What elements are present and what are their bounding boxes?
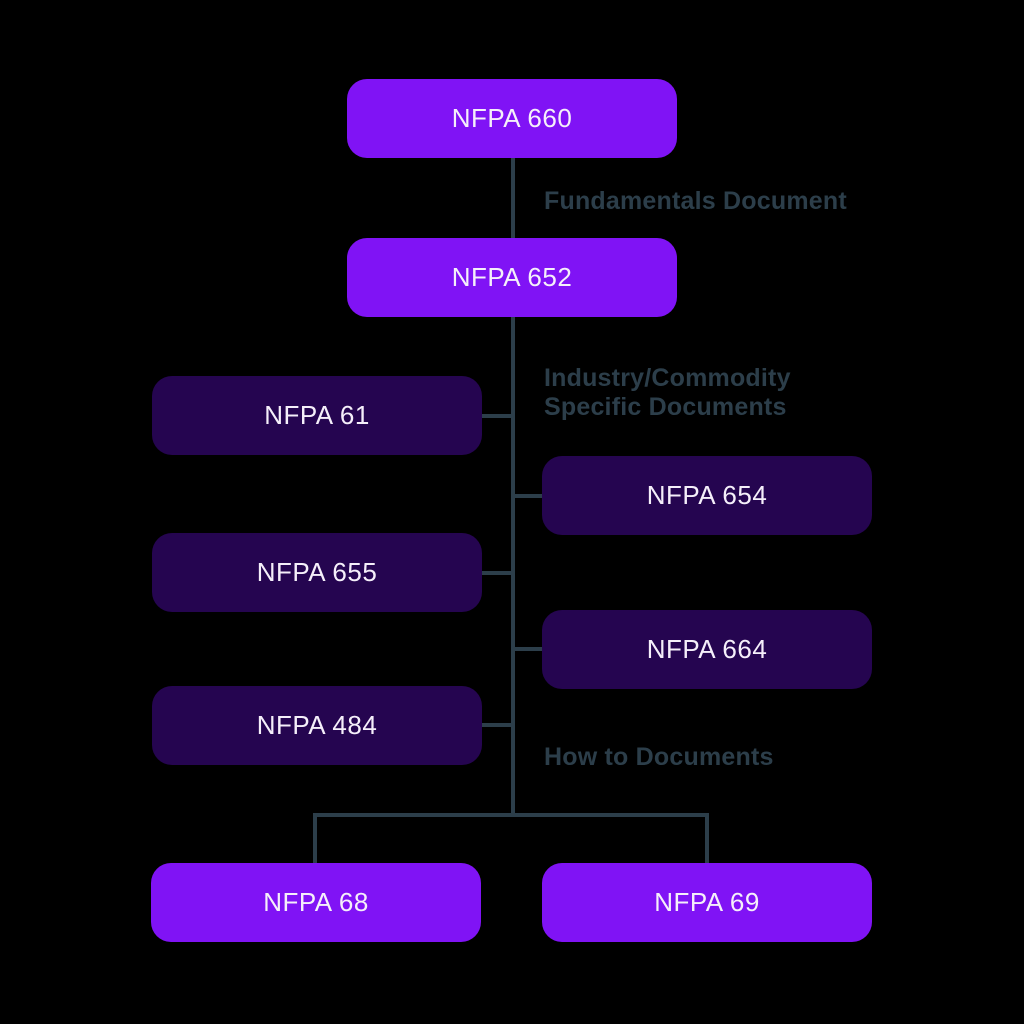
node-nfpa-61: NFPA 61 bbox=[152, 376, 482, 455]
node-nfpa-654: NFPA 654 bbox=[542, 456, 872, 535]
connector-nfpa-655 bbox=[482, 571, 513, 575]
node-nfpa-484-label: NFPA 484 bbox=[256, 710, 378, 740]
connector-nfpa-664 bbox=[513, 647, 544, 651]
connector-trunk-660-652 bbox=[511, 158, 515, 238]
node-nfpa-61-label: NFPA 61 bbox=[264, 400, 370, 430]
section-label-fundamentals: Fundamentals Document bbox=[544, 187, 847, 215]
node-nfpa-69: NFPA 69 bbox=[542, 863, 872, 942]
node-nfpa-68-label: NFPA 68 bbox=[263, 887, 369, 917]
node-nfpa-652: NFPA 652 bbox=[347, 238, 677, 317]
node-nfpa-664-label: NFPA 664 bbox=[646, 634, 768, 664]
node-nfpa-664: NFPA 664 bbox=[542, 610, 872, 689]
connector-nfpa-61 bbox=[482, 414, 513, 418]
node-nfpa-655: NFPA 655 bbox=[152, 533, 482, 612]
node-nfpa-654-label: NFPA 654 bbox=[646, 480, 768, 510]
node-nfpa-484: NFPA 484 bbox=[152, 686, 482, 765]
connector-bottom-branch bbox=[313, 813, 709, 817]
section-label-industry-line1: Industry/Commodity bbox=[544, 364, 791, 392]
connector-nfpa-484 bbox=[482, 723, 513, 727]
section-label-how-to: How to Documents bbox=[544, 743, 774, 771]
section-label-industry-commodity: Industry/Commodity Specific Documents bbox=[544, 364, 791, 422]
node-nfpa-69-label: NFPA 69 bbox=[654, 887, 760, 917]
node-nfpa-68: NFPA 68 bbox=[151, 863, 481, 942]
section-label-industry-line2: Specific Documents bbox=[544, 393, 787, 421]
node-nfpa-655-label: NFPA 655 bbox=[256, 557, 378, 587]
node-nfpa-660: NFPA 660 bbox=[347, 79, 677, 158]
connector-drop-nfpa-68 bbox=[313, 813, 317, 863]
connector-trunk-main bbox=[511, 317, 515, 817]
node-nfpa-652-label: NFPA 652 bbox=[451, 262, 573, 292]
connector-drop-nfpa-69 bbox=[705, 813, 709, 863]
node-nfpa-660-label: NFPA 660 bbox=[451, 103, 573, 133]
connector-nfpa-654 bbox=[513, 494, 544, 498]
